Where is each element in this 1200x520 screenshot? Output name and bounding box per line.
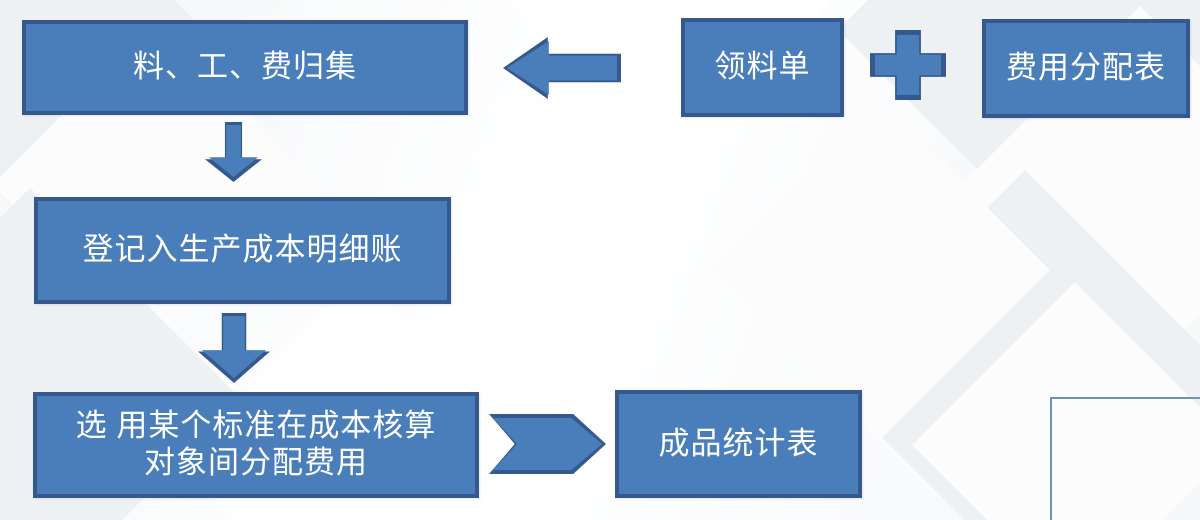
flow-box-allocate[interactable]: 选 用某个标准在成本核算 对象间分配费用: [33, 392, 479, 498]
right-chevron-arrow-icon: [489, 414, 606, 474]
plus-fill: [875, 35, 941, 95]
down-arrow-1-fill: [209, 125, 258, 177]
flow-box-collect-label: 料、工、费归集: [133, 49, 357, 85]
flow-box-requisition-label: 领料单: [714, 49, 811, 85]
watermark-diamond-h: [710, 100, 1050, 440]
flow-box-collect[interactable]: 料、工、费归集: [22, 20, 468, 115]
flow-box-ledger[interactable]: 登记入生产成本明细账: [34, 197, 451, 304]
flow-box-output-stats[interactable]: 成品统计表: [615, 390, 862, 498]
down-arrow-2-fill: [202, 316, 266, 378]
flow-box-ledger-label: 登记入生产成本明细账: [82, 232, 403, 268]
flow-box-output-stats-label: 成品统计表: [658, 425, 819, 461]
down-arrow-icon-2: [198, 313, 270, 383]
left-arrow-icon: [503, 37, 621, 99]
flow-box-expense-sheet-label: 费用分配表: [1006, 50, 1166, 86]
flow-box-requisition[interactable]: 领料单: [681, 18, 844, 117]
down-arrow-icon-1: [205, 122, 262, 182]
flow-box-expense-sheet[interactable]: 费用分配表: [982, 19, 1190, 118]
left-arrow-fill: [507, 41, 617, 95]
plus-icon: [870, 30, 946, 100]
corner-rule-decoration: [1050, 397, 1200, 520]
flow-box-allocate-label: 选 用某个标准在成本核算 对象间分配费用: [75, 408, 437, 480]
